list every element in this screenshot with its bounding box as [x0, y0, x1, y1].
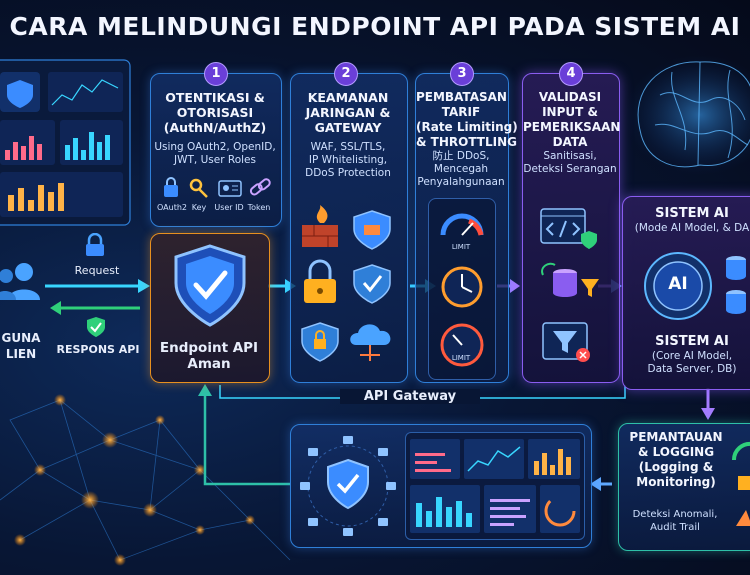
ai-system-title-2: SISTEM AI — [655, 334, 729, 349]
step-2-badge: 2 — [334, 62, 358, 86]
shield-check-blue-icon — [353, 264, 391, 304]
firewall-icon — [302, 205, 338, 247]
clock-icon — [441, 266, 483, 308]
api-gateway-label: API Gateway — [340, 389, 480, 404]
shield-waf-icon — [353, 210, 391, 250]
network-nodes-icon — [14, 394, 255, 566]
monitor-arrow-head — [590, 477, 601, 491]
request-label: Request — [74, 264, 120, 277]
brain-icon — [637, 61, 750, 168]
brain-glow-icon — [625, 55, 750, 175]
token-link-icon — [249, 178, 271, 196]
step-2-desc: WAF, SSL/TLS, IP Whitelisting, DDoS Prot… — [305, 141, 391, 179]
loop-back-head — [198, 384, 212, 396]
rate-limit-panel — [428, 198, 496, 380]
ssl-lock-icon — [304, 259, 336, 303]
user-group-icon — [0, 258, 44, 308]
user-label: GUNA LIEN — [1, 331, 41, 361]
step-1-card — [150, 73, 282, 227]
response-label: RESPONS API — [56, 343, 140, 356]
key-icon — [189, 178, 208, 198]
step-3-title: PEMBATASAN TARIF (Rate Limiting) & THROT… — [416, 90, 518, 149]
oauth-lock-icon — [164, 177, 178, 197]
shield-check-large-icon — [172, 243, 248, 329]
dashboard-monitor-icon — [0, 59, 131, 226]
auth-icons — [160, 176, 275, 198]
database-stack-icon — [726, 256, 746, 314]
step-1-title: OTENTIKASI & OTORISASI (AuthN/AuthZ) — [163, 90, 267, 135]
shield-check-icon — [86, 316, 106, 338]
step-3-badge: 3 — [450, 62, 474, 86]
auth-icon-label-token: Token — [247, 203, 271, 212]
down-arrow-head — [701, 408, 715, 420]
auth-icon-label-key: Key — [191, 203, 207, 212]
ai-system-sub-1: (Mode AI Model, & DA — [634, 222, 750, 234]
network-web-icon — [0, 399, 291, 561]
gauge-label-2: LIMIT — [451, 354, 471, 362]
step-1-badge: 1 — [204, 62, 228, 86]
step-3-desc: 防止 DDoS, Mencegah Penyalahgunaan — [417, 150, 505, 188]
user-id-icon — [218, 180, 242, 197]
shield-lock-icon — [301, 322, 339, 362]
code-window-icon — [540, 208, 597, 249]
dashboard-screen — [405, 432, 585, 540]
security-hub-icon — [298, 432, 398, 540]
speedometer-icon — [440, 213, 484, 236]
step-1-desc: Using OAuth2, OpenID, JWT, User Roles — [154, 141, 276, 166]
warning-icon — [736, 510, 750, 526]
step-4-desc: Sanitisasi, Deteksi Serangan — [523, 150, 617, 175]
auth-icon-label-userid: User ID — [214, 203, 244, 212]
validation-icons — [535, 205, 605, 375]
endpoint-label: Endpoint API Aman — [159, 340, 259, 372]
filter-window-icon — [542, 322, 590, 362]
response-arrow-head — [50, 301, 61, 315]
step-4-badge: 4 — [559, 62, 583, 86]
monitoring-alert-icons — [731, 430, 750, 540]
cloud-network-icon — [350, 324, 391, 361]
ai-chip-icon — [640, 246, 750, 326]
arrow-head-3 — [510, 279, 520, 293]
loop-back-line — [203, 393, 290, 486]
monitoring-card — [618, 423, 750, 551]
lock-icon — [84, 232, 106, 257]
ai-system-title-1: SISTEM AI — [655, 206, 729, 221]
step-4-title: VALIDASI INPUT & PEMERIKSAAN DATA — [523, 90, 621, 149]
network-security-icons — [298, 205, 402, 375]
ai-chip-label: AI — [668, 274, 688, 294]
ai-system-sub-2: (Core AI Model, Data Server, DB) — [647, 350, 737, 375]
monitoring-desc: Deteksi Anomali, Audit Trail — [632, 509, 718, 533]
monitoring-title: PEMANTAUAN & LOGGING (Logging & Monitori… — [629, 430, 723, 489]
database-filter-icon — [541, 262, 599, 297]
auth-icon-label-oauth2: OAuth2 — [157, 203, 187, 212]
step-2-title: KEAMANAN JARINGAN & GATEWAY — [305, 90, 391, 135]
gauge-label-1: LIMIT — [451, 243, 471, 251]
speedometer-limit-icon — [440, 323, 484, 367]
arrow-head-request — [138, 279, 150, 293]
page-title: CARA MELINDUNGI ENDPOINT API PADA SISTEM… — [9, 12, 741, 41]
